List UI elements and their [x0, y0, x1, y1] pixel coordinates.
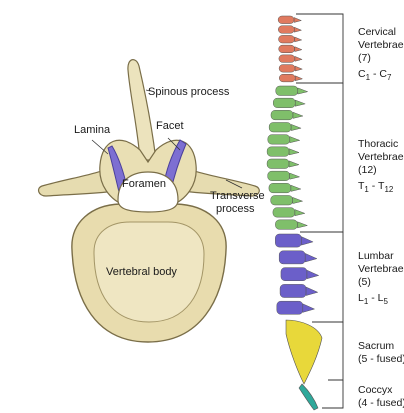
thoracic-vertebra-11 — [273, 208, 295, 217]
sacrum-name-2: (5 - fused) — [358, 353, 404, 366]
label-lamina: Lamina — [74, 124, 110, 136]
thoracic-vertebra-12 — [275, 220, 297, 229]
thoracic-vertebra-8 — [268, 171, 290, 180]
thoracic-count: (12) — [358, 164, 404, 177]
thoracic-process-2 — [295, 100, 305, 106]
thoracic-vertebra-7 — [267, 159, 289, 168]
cervical-process-3 — [295, 37, 302, 42]
lumbar-name-1: Lumbar — [358, 250, 404, 263]
lumbar-name-2: Vertebrae — [358, 263, 404, 276]
spine-column — [267, 16, 322, 410]
thoracic-bracket — [300, 83, 343, 232]
coccyx-bracket — [322, 380, 343, 408]
coccyx-name-2: (4 - fused) — [358, 397, 404, 410]
lumbar-label: Lumbar Vertebrae (5) L1 - L5 — [358, 250, 404, 305]
thoracic-vertebra-4 — [269, 123, 291, 132]
label-foramen: Foramen — [122, 178, 166, 190]
thoracic-process-1 — [298, 88, 308, 94]
cervical-count: (7) — [358, 52, 404, 65]
coccyx-shape — [299, 384, 318, 410]
thoracic-process-6 — [289, 149, 299, 155]
cervical-process-1 — [294, 18, 301, 23]
lumbar-process-5 — [303, 304, 315, 313]
cervical-bracket — [296, 14, 343, 83]
cervical-process-6 — [295, 66, 302, 71]
lumbar-process-4 — [306, 287, 318, 296]
thoracic-vertebra-10 — [271, 196, 293, 205]
thoracic-vertebra-5 — [268, 135, 290, 144]
thoracic-process-8 — [290, 173, 300, 179]
sacrum-shape — [286, 320, 322, 384]
cervical-range: C1 - C7 — [358, 68, 404, 81]
thoracic-process-5 — [290, 137, 300, 143]
thoracic-vertebra-1 — [276, 86, 298, 95]
cervical-vertebra-7 — [279, 74, 295, 82]
cervical-label: Cervical Vertebrae (7) C1 - C7 — [358, 26, 404, 81]
thoracic-process-9 — [291, 185, 301, 191]
sacrum-name-1: Sacrum — [358, 340, 404, 353]
lumbar-vertebra-3 — [281, 268, 307, 281]
thoracic-process-12 — [297, 222, 307, 228]
cervical-vertebra-2 — [278, 26, 294, 34]
label-spinous-process: Spinous process — [148, 86, 229, 98]
thoracic-vertebra-9 — [269, 183, 291, 192]
thoracic-label: Thoracic Vertebrae (12) T1 - T12 — [358, 138, 404, 193]
sacrum-bracket — [328, 322, 343, 380]
lumbar-bracket — [312, 232, 343, 322]
coccyx-name-1: Coccyx — [358, 384, 404, 397]
label-transverse-line1: Transverse — [210, 190, 265, 202]
lumbar-process-3 — [307, 270, 319, 279]
thoracic-process-11 — [295, 210, 305, 216]
thoracic-vertebra-3 — [271, 110, 293, 119]
lumbar-count: (5) — [358, 276, 404, 289]
cervical-process-4 — [295, 47, 302, 52]
label-facet: Facet — [156, 120, 184, 132]
thoracic-process-7 — [289, 161, 299, 167]
cervical-name-2: Vertebrae — [358, 39, 404, 52]
thoracic-name-1: Thoracic — [358, 138, 404, 151]
cervical-name-1: Cervical — [358, 26, 404, 39]
lumbar-vertebra-1 — [275, 234, 301, 247]
cervical-process-7 — [295, 76, 302, 81]
lumbar-process-1 — [301, 237, 313, 246]
thoracic-process-3 — [293, 112, 303, 118]
thoracic-range: T1 - T12 — [358, 180, 404, 193]
cervical-process-5 — [295, 56, 302, 61]
thoracic-vertebra-6 — [267, 147, 289, 156]
lumbar-range: L1 - L5 — [358, 292, 404, 305]
thoracic-process-4 — [291, 124, 301, 130]
lumbar-vertebra-4 — [280, 284, 306, 297]
coccyx-label: Coccyx (4 - fused) — [358, 384, 404, 410]
cervical-vertebra-6 — [279, 65, 295, 73]
cervical-vertebra-5 — [279, 55, 295, 63]
cervical-vertebra-4 — [279, 45, 295, 53]
sacrum-label: Sacrum (5 - fused) — [358, 340, 404, 366]
lumbar-process-2 — [305, 253, 317, 262]
thoracic-name-2: Vertebrae — [358, 151, 404, 164]
lumbar-vertebra-5 — [277, 301, 303, 314]
label-transverse-line2: process — [216, 203, 255, 215]
thoracic-process-10 — [293, 197, 303, 203]
cervical-vertebra-1 — [278, 16, 294, 24]
label-vertebral-body: Vertebral body — [106, 266, 177, 278]
thoracic-vertebra-2 — [273, 98, 295, 107]
cervical-process-2 — [294, 27, 301, 32]
cervical-vertebra-3 — [279, 35, 295, 43]
lumbar-vertebra-2 — [279, 251, 305, 264]
